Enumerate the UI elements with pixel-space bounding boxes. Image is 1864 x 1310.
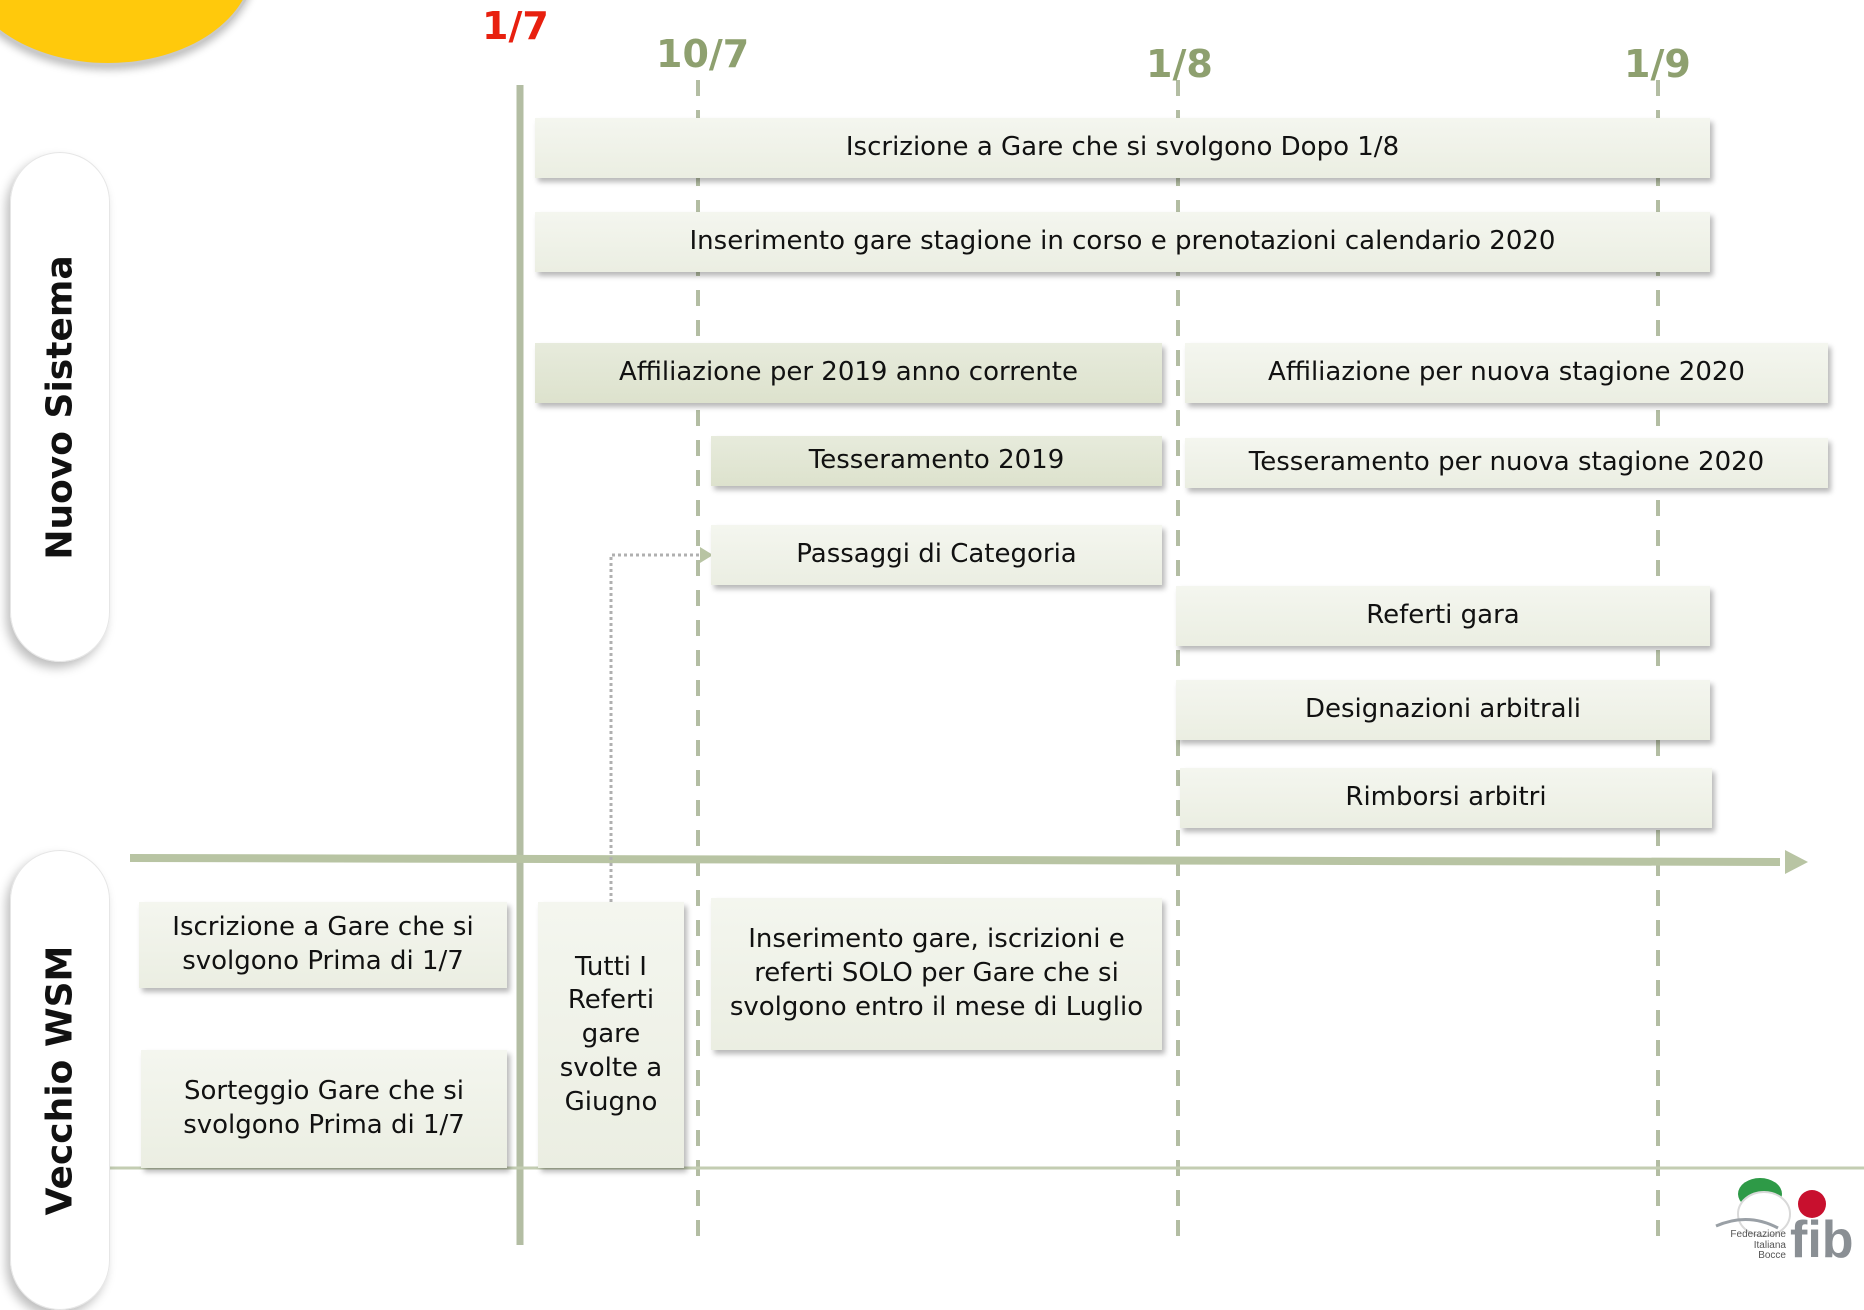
section-vecchio-label: Vecchio WSM — [39, 945, 81, 1215]
box-affiliazione-2019: Affiliazione per 2019 anno corrente — [535, 343, 1162, 403]
date-label-1-8: 1/8 — [1146, 42, 1213, 86]
box-affiliazione-2020: Affiliazione per nuova stagione 2020 — [1185, 343, 1828, 403]
box-inserimento-luglio: Inserimento gare, iscrizioni e referti S… — [711, 898, 1162, 1050]
box-iscrizione-prima: Iscrizione a Gare che si svolgono Prima … — [139, 902, 507, 988]
sun-shape — [0, 0, 256, 66]
fib-logo: Federazione Italiana Bocce fib — [1708, 1172, 1864, 1266]
timeline-axis — [129, 854, 1781, 866]
connector-arrowhead — [700, 547, 713, 563]
section-vecchio-wsm: Vecchio WSM — [10, 850, 110, 1310]
fib-logo-mark — [1715, 1178, 1826, 1237]
fib-logo-line2: Italiana Bocce — [1753, 1239, 1786, 1261]
box-referti-gara: Referti gara — [1176, 586, 1710, 646]
box-passaggi-categoria: Passaggi di Categoria — [711, 525, 1162, 585]
section-nuovo-sistema: Nuovo Sistema — [10, 152, 110, 662]
timeline-arrowhead — [1785, 850, 1808, 874]
box-tutti-referti: Tutti I Referti gare svolte a Giugno — [538, 902, 684, 1168]
timeline-lines — [110, 80, 1864, 1250]
connector-dotted — [609, 553, 700, 902]
box-tesseramento-2020: Tesseramento per nuova stagione 2020 — [1185, 438, 1828, 488]
section-nuovo-label: Nuovo Sistema — [39, 254, 81, 560]
box-sorteggio: Sorteggio Gare che si svolgono Prima di … — [141, 1050, 507, 1168]
fib-logo-brand: fib — [1790, 1211, 1854, 1269]
box-rimborsi-arbitri: Rimborsi arbitri — [1180, 768, 1712, 828]
box-designazioni-arbitrali: Designazioni arbitrali — [1176, 680, 1710, 740]
date-label-1-9: 1/9 — [1624, 42, 1691, 86]
fib-logo-line1: Federazione — [1730, 1229, 1786, 1240]
date-label-10-7: 10/7 — [656, 32, 750, 76]
date-label-1-7: 1/7 — [482, 4, 549, 48]
box-iscrizione-dopo: Iscrizione a Gare che si svolgono Dopo 1… — [535, 118, 1710, 178]
box-inserimento-stagione: Inserimento gare stagione in corso e pre… — [535, 212, 1710, 272]
box-tesseramento-2019: Tesseramento 2019 — [711, 436, 1162, 486]
fib-logo-caption: Federazione Italiana Bocce — [1726, 1229, 1786, 1262]
